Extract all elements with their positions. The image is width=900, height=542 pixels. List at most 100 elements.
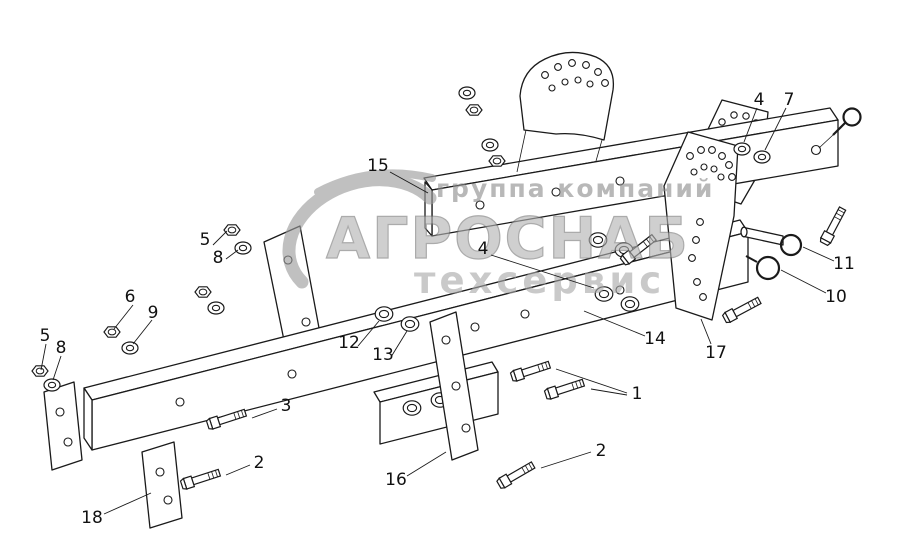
leader-line-8	[52, 355, 62, 381]
watermark-division: техсервис	[414, 259, 665, 302]
hole	[586, 80, 594, 88]
bushing-12	[374, 306, 394, 322]
hole	[175, 397, 185, 407]
leader-line-15	[389, 171, 429, 194]
callout-label-2: 2	[254, 453, 265, 473]
hole	[63, 437, 73, 447]
hole	[451, 381, 461, 391]
linch-pin-11	[740, 226, 803, 257]
washer	[207, 301, 225, 315]
plate-18	[141, 441, 183, 529]
washer	[121, 341, 139, 355]
watermark-brand: АГРОСНАБ	[326, 206, 690, 272]
pin-hole	[810, 144, 822, 156]
nut	[194, 286, 212, 298]
callout-label-5: 5	[200, 230, 211, 250]
hole	[441, 335, 451, 345]
hole	[688, 254, 696, 262]
hole	[475, 200, 485, 210]
leader-line-12	[357, 320, 380, 347]
hole	[594, 68, 602, 76]
nut	[465, 104, 483, 116]
leader-line-6	[113, 304, 134, 330]
hole	[461, 423, 471, 433]
washer-7	[753, 150, 771, 164]
callout-label-5: 5	[40, 326, 51, 346]
nut	[223, 224, 241, 236]
leader-line-8	[225, 249, 239, 260]
leader-line-18	[103, 492, 152, 515]
hole	[582, 61, 590, 69]
hole	[696, 218, 704, 226]
hole	[551, 187, 561, 197]
leader-line-4	[490, 254, 595, 289]
hole	[301, 317, 311, 327]
callout-label-9: 9	[148, 303, 159, 323]
callout-label-14: 14	[644, 329, 666, 349]
callout-label-16: 16	[385, 470, 407, 490]
hole	[718, 118, 726, 126]
hole	[717, 173, 725, 181]
washer	[234, 241, 252, 255]
callout-label-8: 8	[213, 248, 224, 268]
hole	[728, 173, 736, 181]
hole	[742, 112, 750, 120]
lower-beam-end-face	[83, 387, 93, 451]
hole	[574, 76, 582, 84]
callout-label-6: 6	[125, 287, 136, 307]
hole	[692, 236, 700, 244]
leader-line-2	[540, 451, 592, 469]
hole	[697, 146, 705, 154]
hole	[686, 152, 694, 160]
watermark: группа компаний АГРОСНАБ техсервис	[282, 169, 712, 302]
callout-label-4: 4	[754, 90, 765, 110]
leader-line-5	[212, 230, 228, 246]
hole	[561, 78, 569, 86]
washer	[458, 86, 476, 100]
hole	[470, 322, 480, 332]
hole	[710, 165, 718, 173]
ring-clip-10	[745, 255, 781, 281]
washer	[43, 378, 61, 392]
callout-label-10: 10	[825, 287, 847, 307]
hole	[615, 176, 625, 186]
hole	[690, 168, 698, 176]
leader-line-2	[225, 464, 251, 476]
callout-label-13: 13	[372, 345, 394, 365]
hole	[554, 63, 562, 71]
washer	[481, 138, 499, 152]
callout-label-7: 7	[784, 90, 795, 110]
nut	[103, 326, 121, 338]
bushing-13	[400, 316, 420, 332]
hole	[520, 309, 530, 319]
hole	[163, 495, 173, 505]
callout-label-3: 3	[281, 396, 292, 416]
leader-line-17	[700, 318, 712, 345]
leader-line-5	[40, 343, 47, 371]
artwork-layer	[31, 51, 862, 529]
clip-pin	[818, 107, 862, 149]
callout-label-2: 2	[596, 441, 607, 461]
leader-line-9	[132, 319, 153, 345]
hole	[568, 59, 576, 67]
hole	[541, 71, 549, 79]
leader-line-16	[406, 451, 447, 477]
hole	[718, 152, 726, 160]
leader-line-14	[583, 310, 646, 337]
assembly-line	[595, 139, 603, 162]
hole	[708, 146, 716, 154]
left-end-plate	[43, 381, 83, 471]
hole	[615, 285, 625, 295]
leader-line-13	[390, 330, 408, 358]
callout-label-1: 1	[632, 384, 643, 404]
hole	[700, 163, 708, 171]
assembly-line	[516, 129, 527, 173]
watermark-logo-arc	[282, 173, 437, 289]
leader-line-3	[251, 408, 278, 419]
hole	[287, 369, 297, 379]
callout-label-4: 4	[478, 239, 489, 259]
hole	[730, 111, 738, 119]
leader-line-1	[590, 388, 628, 396]
callout-label-15: 15	[367, 156, 389, 176]
